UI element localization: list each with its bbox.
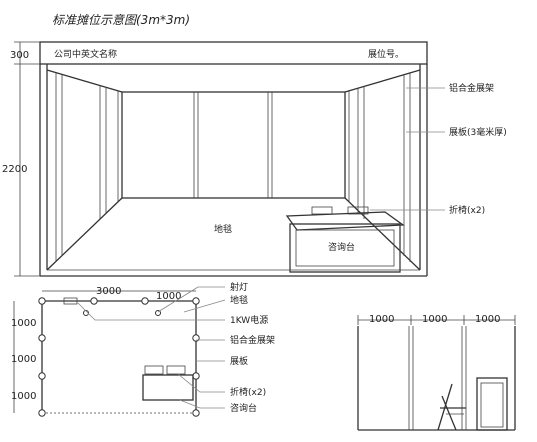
height-dimension: 300 2200 bbox=[2, 41, 40, 277]
fascia-company-name: 公司中英文名称 bbox=[54, 48, 117, 60]
spotlight-marker bbox=[63, 297, 78, 305]
plan-spotlight-label: 射灯 bbox=[230, 281, 248, 293]
elevation-segment-1: 1000 bbox=[369, 314, 394, 325]
plan-width-value: 3000 bbox=[96, 286, 121, 297]
back-wall bbox=[121, 91, 346, 199]
plan-segment-value: 1000 bbox=[156, 291, 181, 302]
fascia-height-value: 300 bbox=[10, 50, 29, 61]
plan-depth-3: 1000 bbox=[11, 391, 36, 402]
perspective-leaders: 铝合金展架 展板(3毫米厚) 折椅(x2) bbox=[370, 82, 507, 216]
info-desk-label: 咨询台 bbox=[328, 241, 355, 253]
elevation-segment-2: 1000 bbox=[422, 314, 447, 325]
panel-label: 展板(3毫米厚) bbox=[449, 126, 507, 138]
plan-panel-label: 展板 bbox=[230, 355, 248, 367]
plan-depth-2: 1000 bbox=[11, 354, 36, 365]
plan-info-desk bbox=[142, 374, 194, 401]
elevation-folding-chair bbox=[437, 383, 466, 431]
fascia-board bbox=[39, 41, 428, 65]
plan-carpet-label: 地毯 bbox=[230, 294, 248, 306]
plan-depth-1: 1000 bbox=[11, 318, 36, 329]
side-elevation: 1000 1000 1000 bbox=[357, 314, 516, 431]
plan-view: 3000 1000 1000 1000 1000 bbox=[11, 281, 275, 417]
plan-power-label: 1KW电源 bbox=[230, 314, 268, 326]
folding-chair-label: 折椅(x2) bbox=[449, 204, 485, 216]
plan-aluminum-frame-label: 铝合金展架 bbox=[230, 334, 275, 346]
wall-height-value: 2200 bbox=[2, 164, 27, 175]
carpet-label: 地毯 bbox=[214, 223, 232, 235]
elevation-info-desk bbox=[476, 377, 508, 431]
aluminum-frame-label: 铝合金展架 bbox=[449, 82, 494, 94]
plan-folding-chair-label: 折椅(x2) bbox=[230, 386, 266, 398]
info-desk: 咨询台 bbox=[285, 211, 405, 273]
elevation-segment-3: 1000 bbox=[475, 314, 500, 325]
plan-info-desk-label: 咨询台 bbox=[230, 402, 257, 414]
perspective-view: 公司中英文名称 展位号。 地毯 bbox=[2, 41, 507, 277]
diagram-title: 标准摊位示意图(3m*3m) bbox=[52, 13, 190, 27]
fascia-booth-number: 展位号。 bbox=[368, 48, 404, 60]
